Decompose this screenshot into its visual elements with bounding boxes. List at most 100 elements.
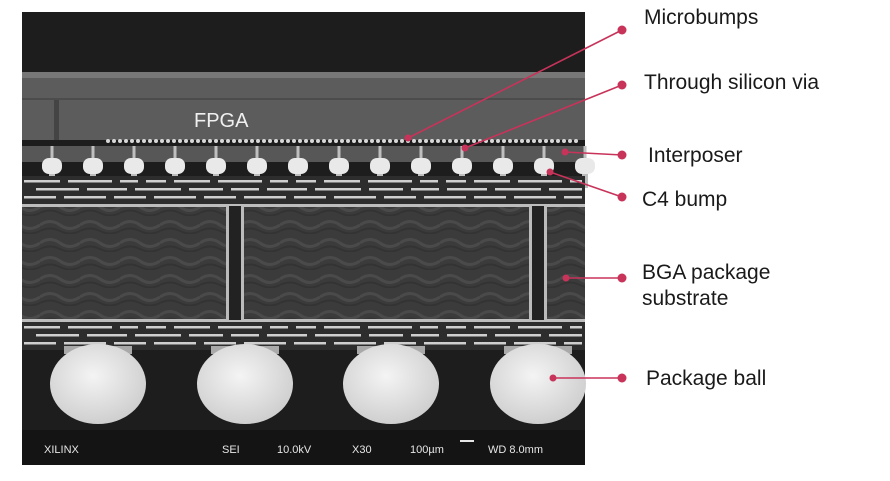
c4-bump bbox=[575, 158, 595, 174]
microbump bbox=[556, 139, 560, 143]
microbump bbox=[118, 139, 122, 143]
substrate-core bbox=[22, 204, 585, 322]
copper-trace bbox=[204, 196, 236, 199]
microbump bbox=[178, 139, 182, 143]
microbump bbox=[316, 139, 320, 143]
copper-trace bbox=[368, 180, 412, 183]
copper-trace bbox=[514, 342, 556, 345]
copper-trace bbox=[114, 342, 146, 345]
microbump bbox=[262, 139, 266, 143]
tsv bbox=[419, 146, 423, 158]
microbump bbox=[250, 139, 254, 143]
tsv bbox=[132, 146, 136, 158]
copper-trace bbox=[495, 334, 541, 337]
callout-microbumps: Microbumps bbox=[644, 6, 759, 29]
copper-trace bbox=[204, 342, 236, 345]
buildup-lines-top bbox=[24, 180, 582, 199]
copper-trace bbox=[495, 188, 541, 191]
interposer-layer bbox=[22, 146, 585, 162]
copper-trace bbox=[334, 196, 376, 199]
c4-bump bbox=[247, 158, 267, 174]
copper-trace bbox=[447, 334, 487, 337]
copper-trace bbox=[549, 188, 582, 191]
c4-bump bbox=[83, 158, 103, 174]
microbump bbox=[346, 139, 350, 143]
copper-trace bbox=[369, 188, 403, 191]
fpga-die bbox=[22, 72, 585, 140]
microbump bbox=[532, 139, 536, 143]
copper-trace bbox=[231, 188, 259, 191]
microbump bbox=[412, 139, 416, 143]
tsv bbox=[173, 146, 177, 158]
package-balls bbox=[50, 344, 586, 424]
copper-trace bbox=[474, 342, 506, 345]
leader-line-interposer bbox=[564, 151, 623, 156]
microbump bbox=[280, 139, 284, 143]
tsv bbox=[337, 146, 341, 158]
microbump bbox=[358, 139, 362, 143]
copper-trace bbox=[424, 196, 466, 199]
copper-trace bbox=[135, 334, 181, 337]
package-ball bbox=[343, 344, 439, 424]
copper-trace bbox=[315, 188, 361, 191]
leader-lines bbox=[404, 25, 627, 383]
sem-mode: SEI bbox=[222, 444, 240, 456]
microbump bbox=[472, 139, 476, 143]
copper-trace bbox=[87, 188, 127, 191]
microbump bbox=[490, 139, 494, 143]
copper-trace bbox=[564, 196, 582, 199]
copper-trace bbox=[270, 180, 288, 183]
copper-trace bbox=[549, 334, 582, 337]
microbump bbox=[334, 139, 338, 143]
microbump bbox=[274, 139, 278, 143]
leader-end-microbumps bbox=[404, 134, 412, 142]
copper-trace bbox=[384, 342, 416, 345]
leader-dot-microbumps bbox=[617, 25, 627, 35]
core-via-1 bbox=[228, 206, 242, 320]
microbump bbox=[550, 139, 554, 143]
tsv bbox=[50, 146, 54, 158]
c4-bump bbox=[165, 158, 185, 174]
c4-bump bbox=[329, 158, 349, 174]
copper-trace bbox=[446, 180, 466, 183]
copper-trace bbox=[384, 196, 416, 199]
sem-voltage: 10.0kV bbox=[277, 444, 312, 456]
microbump bbox=[562, 139, 566, 143]
core-top-copper bbox=[22, 204, 585, 207]
tsv bbox=[583, 146, 587, 158]
copper-trace bbox=[146, 326, 166, 329]
core-via-1-wall-r bbox=[241, 206, 244, 320]
copper-trace bbox=[154, 342, 196, 345]
microbump bbox=[268, 139, 272, 143]
core-via-2 bbox=[531, 206, 545, 320]
copper-trace bbox=[296, 180, 316, 183]
leader-line-microbumps bbox=[407, 29, 623, 139]
copper-trace bbox=[218, 180, 262, 183]
microbump bbox=[502, 139, 506, 143]
microbump bbox=[190, 139, 194, 143]
fpga-label: FPGA bbox=[194, 110, 249, 132]
microbump bbox=[388, 139, 392, 143]
core-via-2-wall-l bbox=[529, 206, 532, 320]
die-line bbox=[22, 98, 585, 100]
sem-scale: 100µm bbox=[410, 444, 444, 456]
copper-trace bbox=[120, 326, 138, 329]
copper-trace bbox=[267, 334, 307, 337]
microbump bbox=[142, 139, 146, 143]
microbump bbox=[238, 139, 242, 143]
fpga-die-top bbox=[22, 72, 585, 78]
microbump bbox=[322, 139, 326, 143]
microbump bbox=[442, 139, 446, 143]
sem-brand: XILINX bbox=[44, 444, 79, 456]
sem-info-bar bbox=[22, 430, 585, 465]
copper-trace bbox=[87, 334, 127, 337]
copper-trace bbox=[518, 326, 562, 329]
package-ball bbox=[197, 344, 293, 424]
copper-trace bbox=[411, 188, 439, 191]
copper-trace bbox=[334, 342, 376, 345]
microbump bbox=[244, 139, 248, 143]
leader-end-interposer bbox=[561, 148, 569, 156]
tsv bbox=[378, 146, 382, 158]
copper-trace bbox=[324, 326, 360, 329]
